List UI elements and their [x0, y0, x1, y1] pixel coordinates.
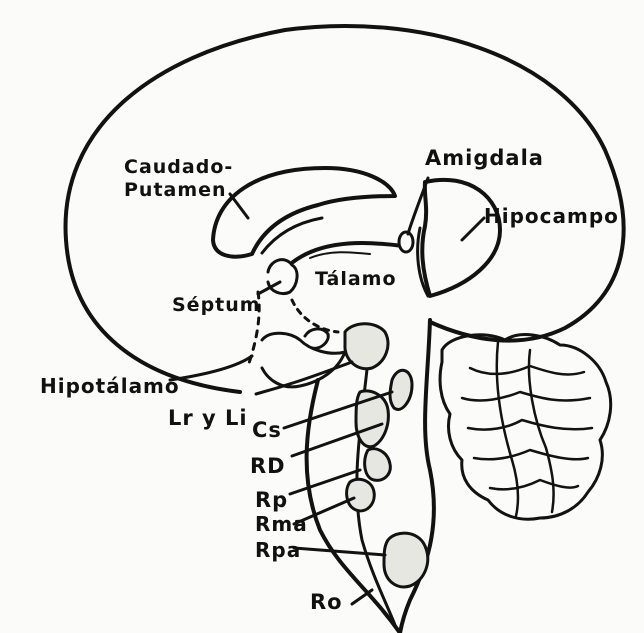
putamen-inner-stroke — [262, 218, 322, 253]
label-lr-li: Lr y Li — [168, 408, 248, 429]
cerebellum-outline — [440, 335, 611, 520]
cerebellum-arbor-branch — [529, 350, 554, 512]
label-ro: Ro — [310, 592, 343, 613]
cerebellum-folia-2 — [462, 392, 590, 400]
leader-hipocampo — [462, 218, 484, 240]
label-rp: Rp — [255, 490, 288, 511]
label-caudado-line1: Caudado- — [124, 158, 233, 177]
label-caudado-line2: Putamen — [124, 181, 233, 200]
cerebellum-folia-1 — [470, 366, 584, 374]
label-rma: Rma — [255, 514, 308, 534]
label-septum: Séptum — [172, 296, 261, 315]
label-rpa: Rpa — [255, 540, 301, 560]
cerebellum-folia-5 — [490, 480, 578, 489]
leader-hipotalamo — [170, 356, 252, 380]
raphe-pallidus-nucleus — [384, 533, 428, 587]
label-amigdala: Amigdala — [425, 148, 544, 169]
label-hipocampo: Hipocampo — [484, 206, 619, 226]
label-talamo: Tálamo — [315, 270, 397, 289]
label-cs: Cs — [252, 420, 282, 441]
hypothalamus-dashed-top — [292, 300, 338, 332]
pontine-raphe-nucleus — [365, 449, 391, 481]
label-caudado: Caudado- Putamen — [124, 158, 233, 200]
cerebellum-folia-3 — [468, 420, 592, 430]
septum-shape — [268, 260, 297, 294]
dorsal-raphe-nucleus-upper — [390, 370, 412, 409]
label-hipotalamo: Hipotálamo — [40, 376, 180, 396]
thalamus-inner — [310, 252, 370, 258]
cerebellum-folia-4 — [474, 450, 588, 459]
raphe-magnus-nucleus — [347, 479, 375, 511]
hippocampus-shape — [422, 180, 500, 296]
label-rd: RD — [250, 456, 286, 477]
amygdala-shape — [399, 232, 413, 252]
leader-rpa — [294, 548, 385, 555]
